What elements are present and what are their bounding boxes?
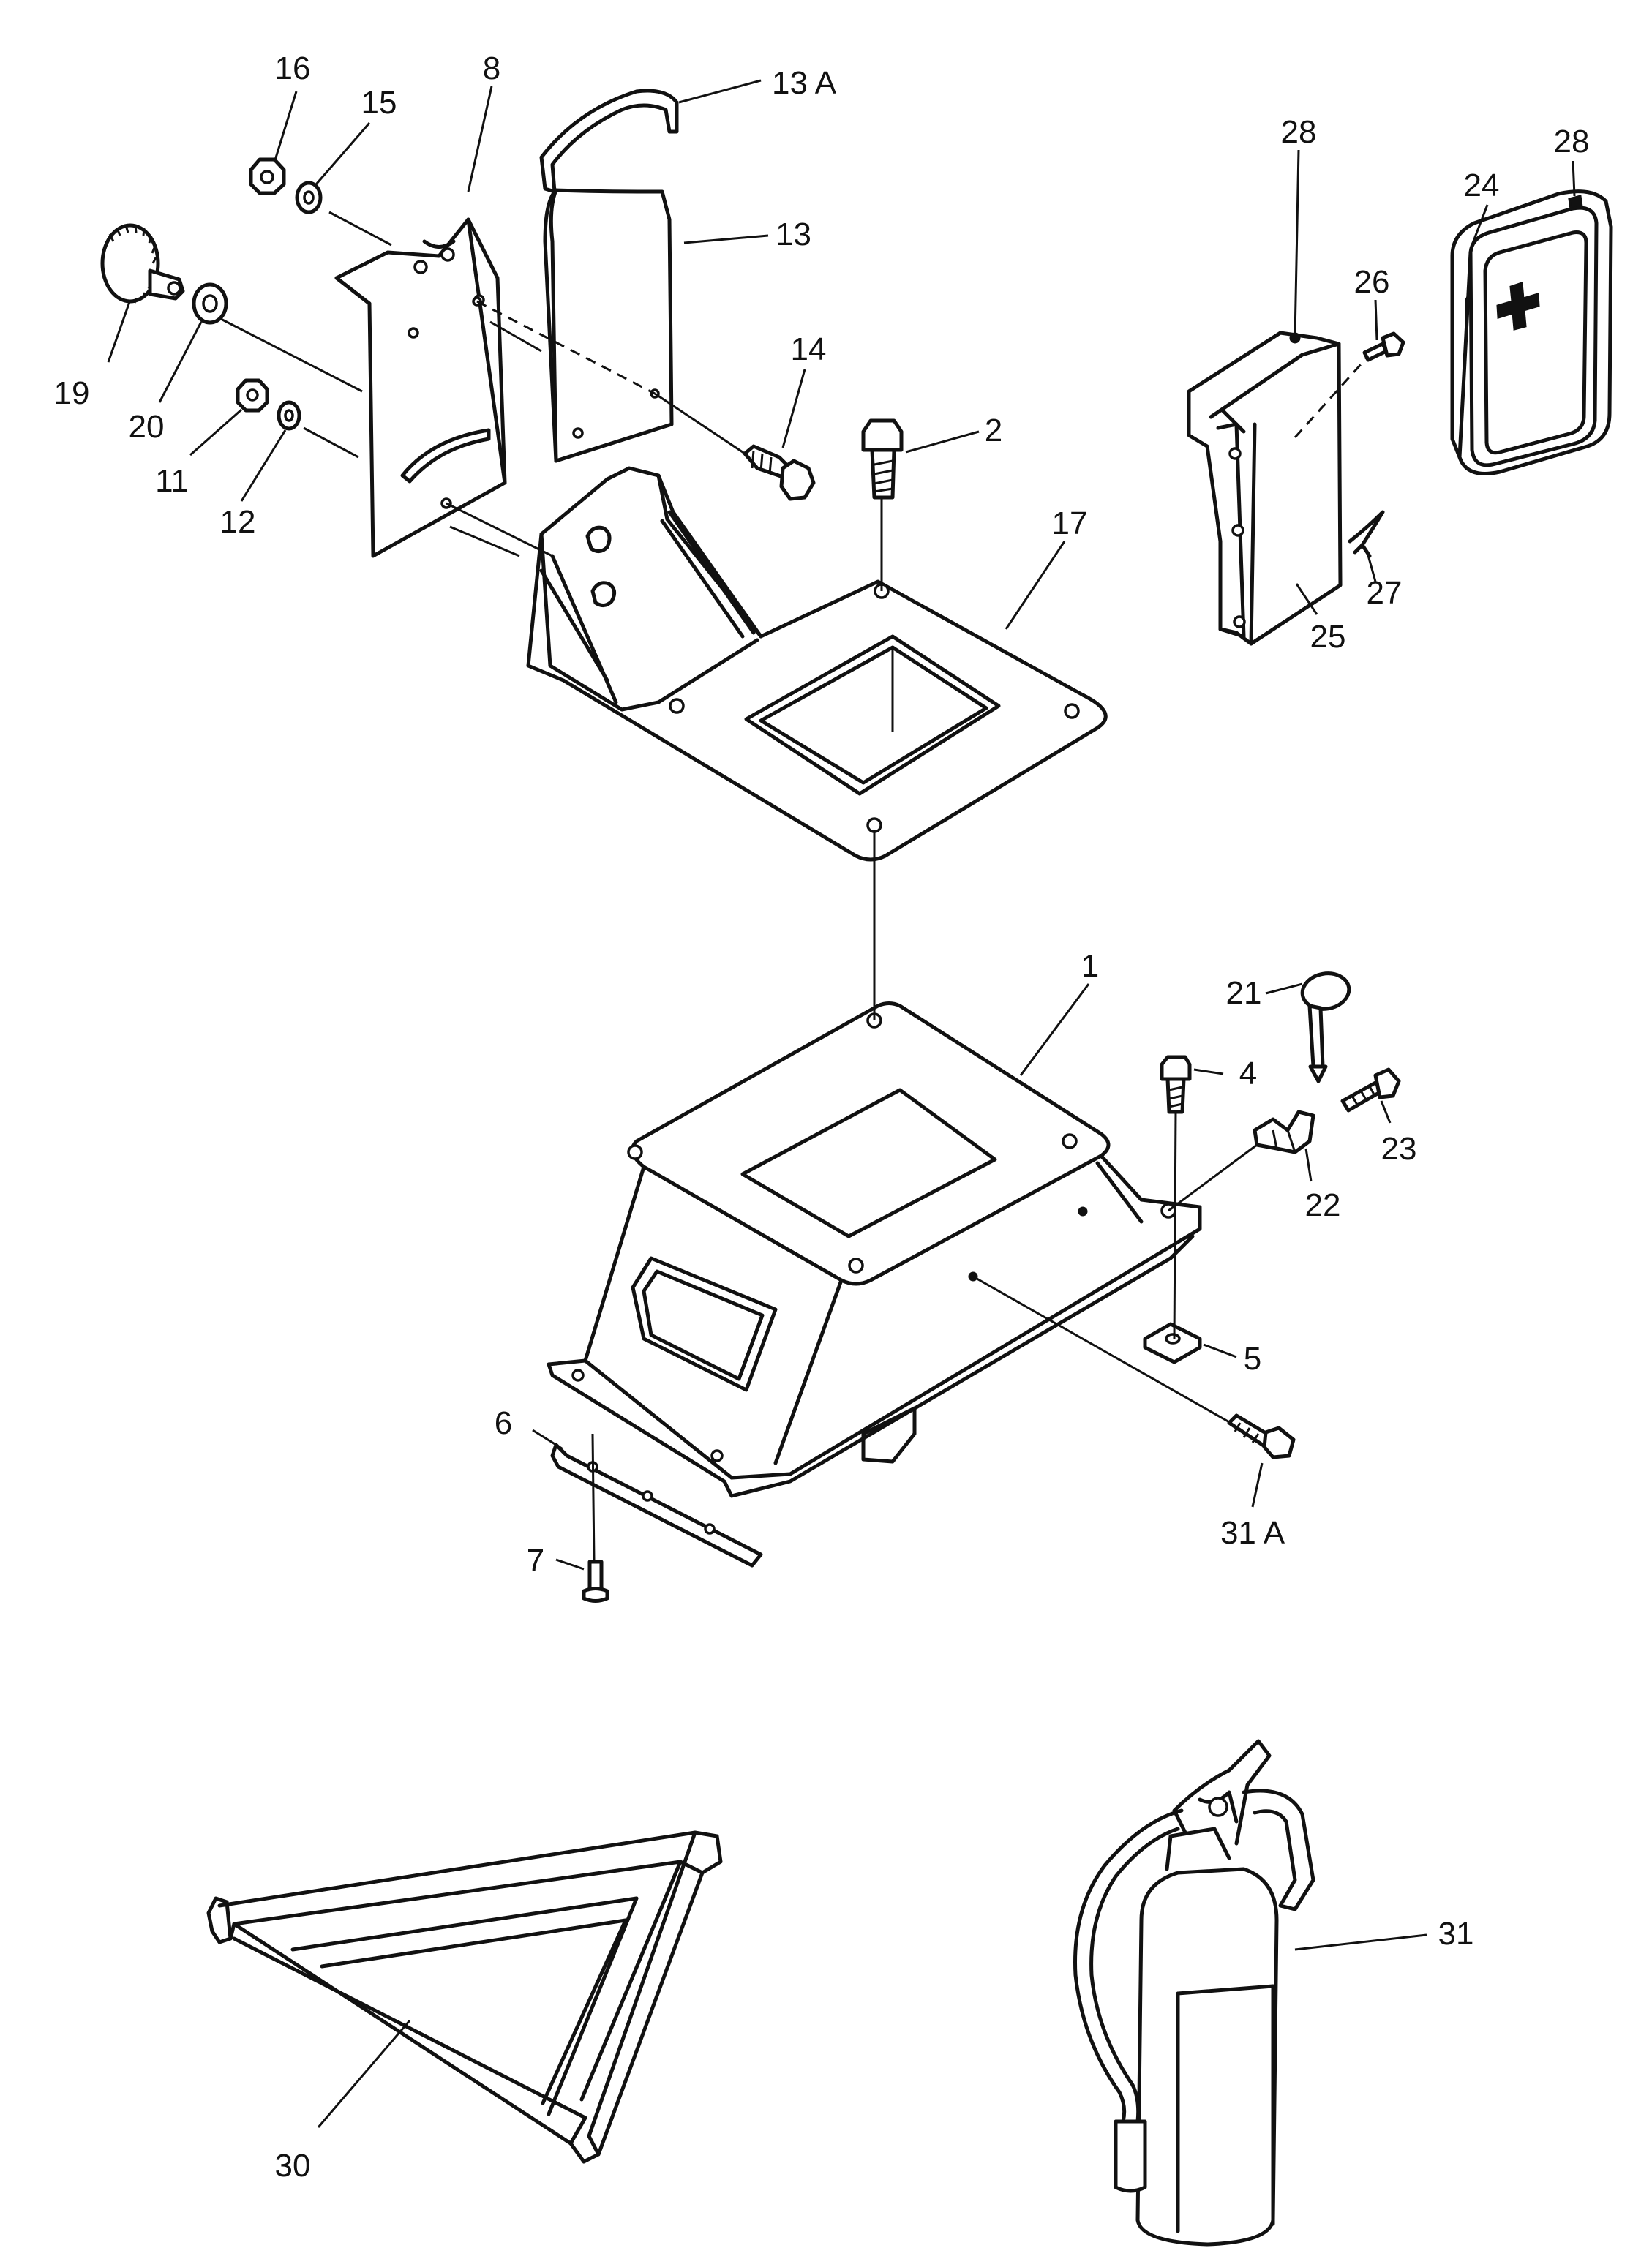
callout-26: 26 [1354, 264, 1390, 300]
cross-icon [1496, 281, 1540, 331]
callout-21: 21 [1226, 975, 1262, 1011]
holder-part-25 [1187, 331, 1343, 646]
callout-24: 24 [1464, 168, 1500, 203]
callout-12: 12 [220, 504, 256, 540]
plate-part-6 [550, 1443, 763, 1568]
callout-14: 14 [791, 331, 827, 367]
callout-2: 2 [985, 413, 1002, 448]
callout-1: 1 [1081, 948, 1099, 984]
box-part-1 [547, 1001, 1202, 1498]
callout-31: 31 [1438, 1916, 1474, 1952]
warning-triangle-part-30 [206, 1830, 723, 2164]
callout-22: 22 [1305, 1187, 1341, 1223]
washer-part-20 [192, 282, 228, 325]
bolt-part-31a [1227, 1413, 1296, 1459]
nut-part-5 [1143, 1322, 1202, 1364]
callout-23: 23 [1381, 1131, 1417, 1167]
bolt-part-2 [861, 418, 904, 500]
bolt-part-14 [743, 444, 816, 501]
bolt-part-4 [1160, 1055, 1192, 1114]
callout-27: 27 [1367, 575, 1403, 611]
strap-part-13a [539, 89, 679, 194]
callout-13: 13 [776, 217, 811, 252]
callout-28-holder: 28 [1281, 114, 1317, 150]
bracket-part-8 [334, 217, 507, 558]
screw-part-7 [582, 1560, 609, 1603]
screw-part-23 [1340, 1067, 1401, 1113]
callout-leaders [107, 79, 1576, 2128]
callout-4: 4 [1239, 1056, 1257, 1091]
fire-extinguisher-part-31 [1073, 1739, 1315, 2247]
clip-part-22 [1253, 1110, 1315, 1154]
nut-part-16 [249, 157, 286, 195]
callout-5: 5 [1244, 1341, 1261, 1377]
callout-19: 19 [54, 375, 90, 411]
nut-part-11 [236, 378, 269, 413]
tray-part-17 [526, 466, 1108, 862]
screw-part-26 [1362, 331, 1405, 362]
callout-15: 15 [361, 85, 397, 121]
first-aid-box-part-24 [1450, 189, 1613, 475]
callout-11: 11 [155, 463, 189, 499]
callout-13a: 13 A [772, 65, 837, 101]
callout-8: 8 [483, 50, 500, 86]
pin-part-21 [1300, 971, 1351, 1083]
callout-labels: 16 15 8 13 A 13 14 2 17 19 20 11 12 1 21… [54, 50, 1590, 2184]
callout-30: 30 [275, 2148, 311, 2184]
callout-7: 7 [527, 1543, 544, 1579]
callout-28-box: 28 [1554, 124, 1590, 159]
callout-25: 25 [1310, 619, 1346, 655]
knob-part-19 [100, 223, 185, 304]
callout-31a: 31 A [1220, 1515, 1285, 1551]
callout-6: 6 [495, 1405, 512, 1441]
callout-20: 20 [129, 409, 165, 445]
assembly-lines [219, 211, 1370, 1563]
washer-part-12 [277, 400, 301, 431]
clip-part-27 [1348, 510, 1385, 558]
callout-17: 17 [1052, 505, 1088, 541]
washer-part-15 [295, 181, 323, 214]
callout-16: 16 [275, 50, 311, 86]
